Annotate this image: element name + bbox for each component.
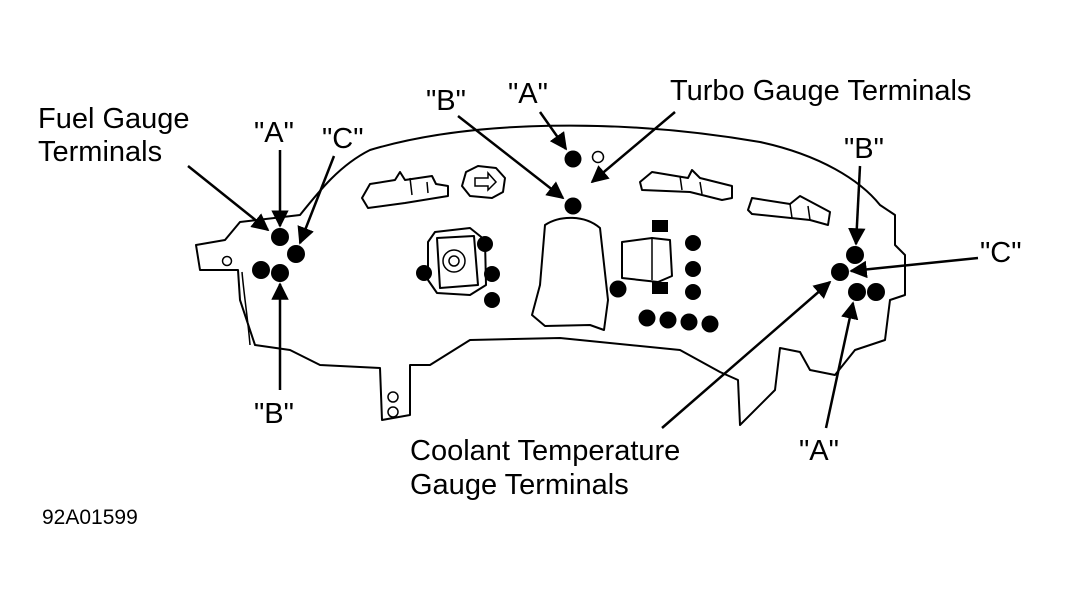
figure-code: 92A01599 bbox=[42, 506, 138, 529]
label-coolant-b: "B" bbox=[844, 133, 884, 165]
pad bbox=[638, 309, 656, 327]
coolant-terminal-a bbox=[848, 283, 866, 301]
pad bbox=[484, 292, 500, 308]
mounting-hole bbox=[591, 150, 605, 164]
mounting-hole bbox=[387, 391, 399, 403]
pad bbox=[685, 284, 701, 300]
pad bbox=[416, 265, 432, 281]
turbo-terminal-a bbox=[564, 150, 582, 168]
fuel-terminal-c bbox=[287, 245, 305, 263]
callout-labels: Fuel Gauge Terminals "A" "C" "B" "A" "B"… bbox=[38, 75, 1022, 529]
bulb-socket bbox=[427, 227, 487, 296]
label-turbo-b: "B" bbox=[426, 85, 466, 117]
label-fuel-gauge-line1: Fuel Gauge bbox=[38, 103, 190, 135]
mounting-hole bbox=[221, 255, 233, 267]
turbo-terminal-b bbox=[564, 197, 582, 215]
coolant-terminal-c bbox=[831, 263, 849, 281]
leader-lines bbox=[187, 111, 979, 429]
pad bbox=[685, 261, 701, 277]
label-fuel-a: "A" bbox=[254, 117, 294, 149]
pad bbox=[477, 236, 493, 252]
label-turbo-a: "A" bbox=[508, 78, 548, 110]
mounting-hole bbox=[387, 406, 399, 418]
circuit-board bbox=[195, 124, 906, 426]
label-coolant-a: "A" bbox=[799, 435, 839, 467]
pad bbox=[659, 311, 677, 329]
pad bbox=[685, 235, 701, 251]
label-fuel-gauge-line2: Terminals bbox=[38, 136, 162, 168]
fuel-terminal-a bbox=[271, 228, 289, 246]
fuel-terminal-b bbox=[271, 264, 289, 282]
label-coolant-c: "C" bbox=[980, 237, 1022, 269]
coolant-terminal-b bbox=[846, 246, 864, 264]
connector-clip bbox=[361, 171, 449, 209]
label-coolant-line2: Gauge Terminals bbox=[410, 469, 629, 501]
fuel-terminal-extra bbox=[252, 261, 270, 279]
bulb-socket bbox=[621, 220, 673, 294]
pad bbox=[484, 266, 500, 282]
label-fuel-b: "B" bbox=[254, 398, 294, 430]
coolant-terminal-extra bbox=[867, 283, 885, 301]
connector-clip bbox=[639, 169, 733, 201]
terminal-pads bbox=[252, 150, 885, 333]
connector-clip bbox=[747, 195, 831, 226]
pad bbox=[609, 280, 627, 298]
label-fuel-c: "C" bbox=[322, 123, 364, 155]
indicator-socket bbox=[461, 165, 506, 199]
label-turbo-gauge: Turbo Gauge Terminals bbox=[670, 75, 971, 107]
label-coolant-line1: Coolant Temperature bbox=[410, 435, 680, 467]
pad bbox=[680, 313, 698, 331]
pad bbox=[701, 315, 719, 333]
